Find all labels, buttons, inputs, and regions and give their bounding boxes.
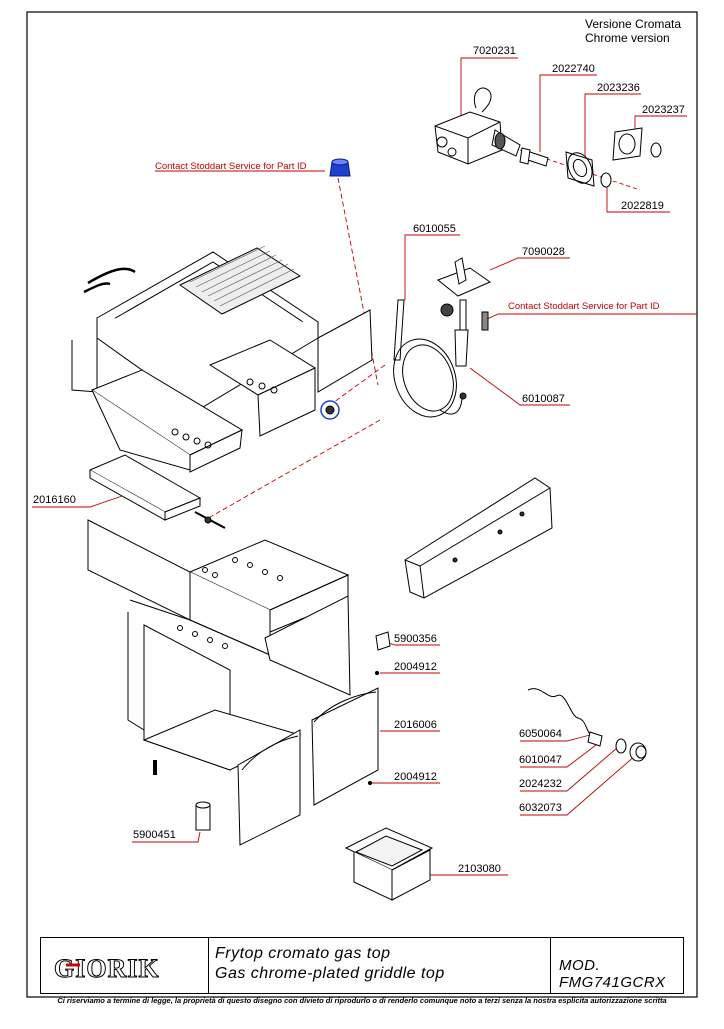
exploded-parts bbox=[71, 87, 662, 901]
version-note: Versione Cromata Chrome version bbox=[585, 17, 681, 45]
giorik-logo: GIORIK bbox=[50, 951, 202, 984]
part-7020231: 7020231 bbox=[473, 45, 516, 57]
bezel-ring bbox=[565, 151, 595, 187]
model-number: MOD. FMG741GCRX bbox=[559, 957, 666, 991]
cabinet-frame bbox=[87, 519, 351, 775]
screw-a bbox=[374, 670, 380, 676]
part-5900356: 5900356 bbox=[394, 633, 437, 645]
part-2024232: 2024232 bbox=[519, 778, 562, 790]
drawing-frame bbox=[26, 11, 698, 998]
part-2023236: 2023236 bbox=[597, 82, 640, 94]
title-italian: Frytop cromato gas top bbox=[215, 945, 391, 962]
gas-tap bbox=[320, 400, 340, 420]
screw-b bbox=[367, 780, 373, 786]
part-6032073: 6032073 bbox=[519, 802, 562, 814]
part-2022740: 2022740 bbox=[552, 63, 595, 75]
part-2004912-upper: 2004912 bbox=[394, 661, 437, 673]
copyright-footer: Ci riserviamo a termine di legge, la pro… bbox=[57, 996, 667, 1005]
leader-lines bbox=[32, 57, 697, 876]
contact-note-knob: Contact Stoddart Service for Part ID bbox=[155, 161, 307, 172]
part-6010055: 6010055 bbox=[413, 223, 456, 235]
title-block: Frytop cromato gas top Gas chrome-plated… bbox=[40, 937, 684, 994]
part-2016160: 2016160 bbox=[33, 494, 76, 506]
control-panel bbox=[404, 477, 553, 599]
griddle-plate bbox=[71, 245, 373, 411]
thermocouple-coil bbox=[393, 299, 469, 418]
doors bbox=[237, 687, 379, 846]
gn-container bbox=[344, 827, 434, 901]
control-knob bbox=[329, 158, 351, 177]
valve-spring bbox=[600, 172, 612, 188]
part-2023237: 2023237 bbox=[642, 104, 685, 116]
part-6050064: 6050064 bbox=[519, 728, 562, 740]
title-cell: Frytop cromato gas top Gas chrome-plated… bbox=[209, 938, 551, 993]
knob-bezel bbox=[612, 127, 662, 161]
pilot-burner bbox=[437, 257, 492, 341]
gas-valve-assembly bbox=[434, 87, 521, 165]
logo-cell bbox=[41, 938, 209, 993]
part-2022819: 2022819 bbox=[621, 200, 664, 212]
part-5900451: 5900451 bbox=[133, 829, 176, 841]
version-en: Chrome version bbox=[585, 31, 670, 45]
part-6010047: 6010047 bbox=[519, 754, 562, 766]
part-2016006: 2016006 bbox=[394, 719, 437, 731]
part-6010087: 6010087 bbox=[522, 393, 565, 405]
adjustable-foot bbox=[195, 801, 211, 831]
model-cell: MOD. FMG741GCRX bbox=[551, 938, 683, 993]
drip-tray bbox=[88, 454, 226, 529]
version-it: Versione Cromata bbox=[585, 17, 682, 31]
part-2004912-lower: 2004912 bbox=[394, 771, 437, 783]
spark-electrode bbox=[527, 688, 647, 762]
part-2103080: 2103080 bbox=[458, 863, 501, 875]
hinge-pin bbox=[375, 631, 391, 651]
svg-text:GIORIK: GIORIK bbox=[54, 954, 160, 983]
fryer-tank bbox=[90, 339, 317, 473]
title-english: Gas chrome-plated griddle top bbox=[215, 965, 445, 982]
contact-note-burner: Contact Stoddart Service for Part ID bbox=[508, 301, 660, 312]
part-7090028: 7090028 bbox=[522, 246, 565, 258]
valve-shaft bbox=[519, 147, 549, 167]
